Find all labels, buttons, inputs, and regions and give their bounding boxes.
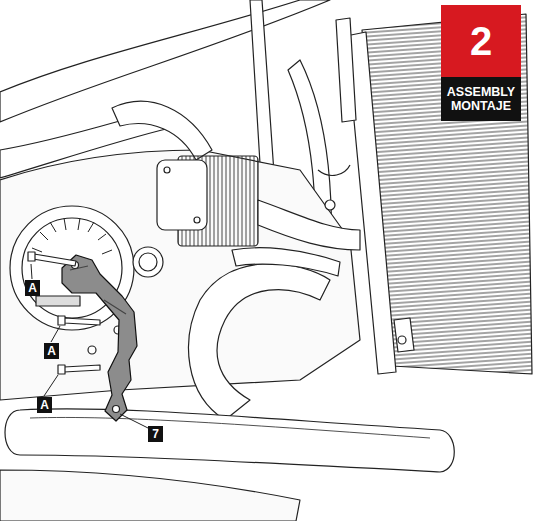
cover-rib <box>32 218 112 254</box>
radiator-bracket <box>394 318 414 352</box>
bracket-hole <box>113 406 120 413</box>
lower-frame <box>0 470 300 521</box>
bolt <box>64 365 100 372</box>
step-title-band: ASSEMBLY MONTAJE <box>441 77 521 121</box>
bracket-part <box>62 255 137 421</box>
leader-line <box>120 414 148 428</box>
leader-line <box>44 375 58 396</box>
callout-letter: A <box>25 280 40 296</box>
exhaust-pipe <box>5 409 454 472</box>
bolt-head <box>325 200 335 210</box>
filler-cap-ring <box>139 253 157 271</box>
bolt-head <box>58 365 65 374</box>
frame-tube <box>336 18 356 122</box>
step-number-box: 2 <box>441 5 521 77</box>
bolt <box>64 318 100 325</box>
bolt-head <box>398 336 406 344</box>
exhaust-highlight <box>30 417 430 438</box>
bolt <box>33 254 76 266</box>
exhaust-header <box>189 264 330 420</box>
bolt-head <box>164 167 170 173</box>
cover-logo-plate <box>36 296 80 306</box>
bolt-head <box>194 217 200 223</box>
coolant-hose <box>112 101 212 160</box>
leader-line <box>51 326 60 342</box>
exhaust-header <box>232 248 340 276</box>
callout-letter: A <box>37 397 52 413</box>
hose <box>318 165 350 175</box>
bolt-head <box>28 252 35 261</box>
filler-cap <box>133 247 163 277</box>
cover-ribs <box>32 218 112 254</box>
bracket-edge <box>70 266 126 314</box>
leader-line <box>31 264 32 279</box>
callout-letter: 7 <box>148 426 163 442</box>
bolt-head <box>88 346 96 354</box>
step-title: ASSEMBLY MONTAJE <box>445 85 517 114</box>
bolt-head <box>58 316 65 325</box>
coolant-hose <box>258 200 360 250</box>
oil-cooler-plate <box>157 160 207 230</box>
frame-tube <box>0 0 330 122</box>
step-number: 2 <box>470 18 492 64</box>
callout-letter: A <box>44 343 59 359</box>
